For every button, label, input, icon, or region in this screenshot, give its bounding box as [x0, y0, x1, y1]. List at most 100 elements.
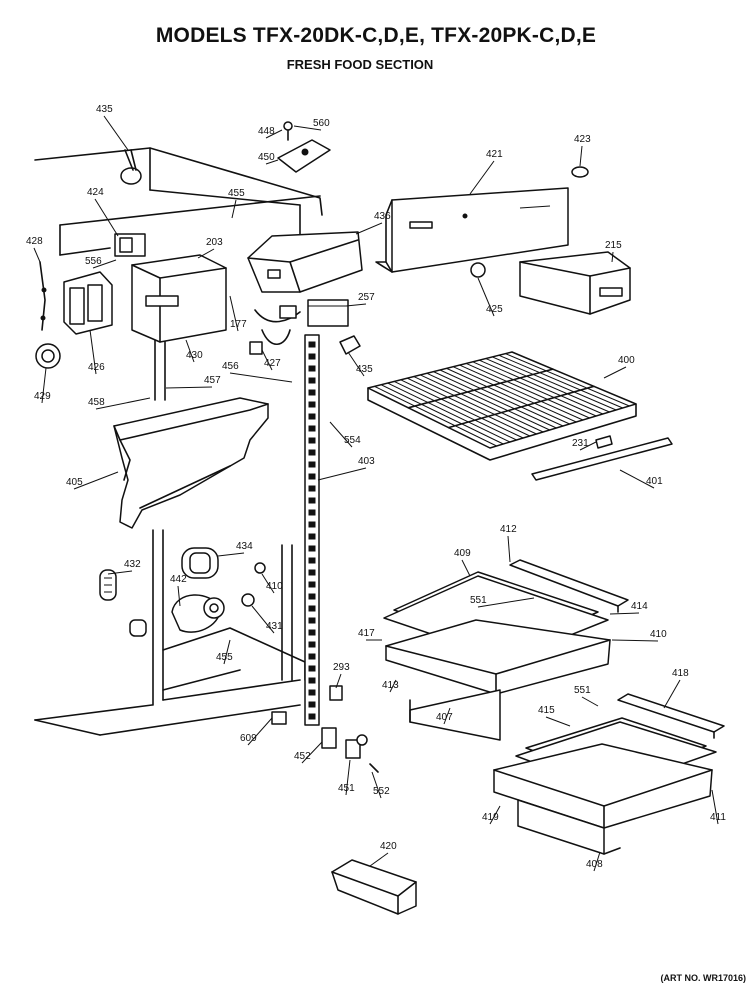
part-number-label: 455 — [216, 652, 233, 663]
part-435-bulb-socket — [120, 149, 142, 185]
ladder-slot — [308, 353, 316, 360]
part-number-label: 400 — [618, 355, 635, 366]
part-429-knob — [35, 343, 61, 369]
part-257-thermostat — [307, 299, 349, 327]
part-number-label: 293 — [333, 662, 350, 673]
part-410-knob — [254, 562, 266, 574]
part-number-label: 405 — [66, 477, 83, 488]
callout-leaders — [33, 115, 719, 872]
part-number-label: 410 — [266, 581, 283, 592]
part-number-label: 430 — [186, 350, 203, 361]
part-number-label: 442 — [170, 574, 187, 585]
callout-leader-257 — [345, 303, 367, 307]
shelf-wire — [420, 374, 544, 433]
part-number-label: 457 — [204, 375, 221, 386]
callout-leader-427 — [261, 349, 273, 371]
callout-leader-415 — [545, 716, 571, 727]
part-number-label: 551 — [574, 685, 591, 696]
ladder-slot — [308, 437, 316, 444]
part-number-label: 408 — [586, 859, 603, 870]
part-number-label: 428 — [26, 236, 43, 247]
part-number-label: 425 — [486, 304, 503, 315]
part-number-label: 203 — [206, 237, 223, 248]
shelf-wire — [400, 379, 524, 439]
part-434-louver — [181, 547, 219, 579]
art-number: (ART NO. WR17016) — [660, 973, 746, 983]
callout-leader-425 — [477, 277, 495, 317]
ladder-slot — [308, 521, 316, 528]
part-401-trim-strip — [531, 437, 673, 481]
shelf-wire — [498, 354, 623, 409]
shelf-wire — [472, 361, 597, 417]
part-number-label: 411 — [710, 812, 726, 823]
shelf-wire — [505, 353, 630, 407]
ladder-slot — [308, 497, 316, 504]
shelf-wire — [387, 382, 511, 443]
callout-leader-423 — [579, 145, 583, 167]
ladder-slot — [308, 701, 316, 708]
callout-leader-403 — [317, 467, 367, 481]
part-423-lamp — [571, 166, 589, 178]
callout-leader-418 — [663, 679, 681, 709]
page-subtitle: FRESH FOOD SECTION — [286, 57, 434, 72]
callout-leader-410 — [611, 639, 659, 642]
part-number-label: 552 — [373, 786, 390, 797]
shelf-wire — [465, 362, 590, 419]
part-432-vent — [99, 569, 147, 637]
callout-leader-414 — [609, 612, 640, 615]
part-number-label: 417 — [358, 628, 375, 639]
shelf-wire — [433, 371, 557, 429]
part-number-label: 407 — [436, 712, 453, 723]
part-435-clip — [339, 335, 361, 355]
shelf-crossbar — [407, 368, 554, 409]
callout-leader-554 — [329, 421, 353, 448]
part-405-light-shield — [113, 397, 269, 529]
callout-leader-426 — [89, 329, 97, 375]
part-number-label: 451 — [338, 783, 355, 794]
part-420-door-bin — [331, 859, 417, 915]
shelf-wire — [452, 366, 577, 423]
callout-leader-435 — [347, 351, 365, 377]
part-number-label: 452 — [294, 751, 311, 762]
shelf-wire — [426, 372, 550, 431]
ladder-slot — [308, 641, 316, 648]
part-426-light-shield — [63, 271, 113, 335]
part-number-label: 450 — [258, 152, 275, 163]
part-428-wire — [39, 261, 47, 331]
callout-leader-400 — [603, 366, 627, 379]
shelf-wire — [413, 376, 537, 435]
callout-leader-455 — [223, 639, 231, 665]
callout-leader-407 — [443, 707, 451, 725]
part-number-label: 418 — [672, 668, 689, 679]
callout-leader-429 — [41, 367, 47, 404]
part-number-label: 424 — [87, 187, 104, 198]
ladder-slot — [308, 545, 316, 552]
callout-leader-551 — [477, 597, 535, 608]
part-number-label: 420 — [380, 841, 397, 852]
part-number-label: 421 — [486, 149, 503, 160]
ladder-slot — [308, 581, 316, 588]
part-number-label: 409 — [454, 548, 471, 559]
part-number-label: 458 — [88, 397, 105, 408]
part-number-label: 215 — [605, 240, 622, 251]
callout-leader-560 — [293, 125, 322, 131]
shelf-wire — [492, 356, 617, 411]
ladder-slot — [308, 689, 316, 696]
part-number-label: 609 — [240, 733, 257, 744]
callout-leader-430 — [185, 339, 195, 363]
callout-leader-419 — [489, 805, 501, 825]
ladder-slot — [308, 605, 316, 612]
part-number-label: 436 — [374, 211, 391, 222]
callout-leader-401 — [619, 469, 655, 489]
callout-leader-409 — [461, 559, 471, 577]
part-number-label: 413 — [382, 680, 399, 691]
part-number-label: 429 — [34, 391, 51, 402]
part-609-bracket — [271, 711, 287, 725]
part-425-knob — [470, 262, 486, 278]
part-number-label: 434 — [236, 541, 253, 552]
part-231-clip — [595, 435, 613, 449]
callout-leader-293 — [335, 673, 342, 689]
part-552-screw — [369, 763, 379, 773]
ladder-slot — [308, 473, 316, 480]
